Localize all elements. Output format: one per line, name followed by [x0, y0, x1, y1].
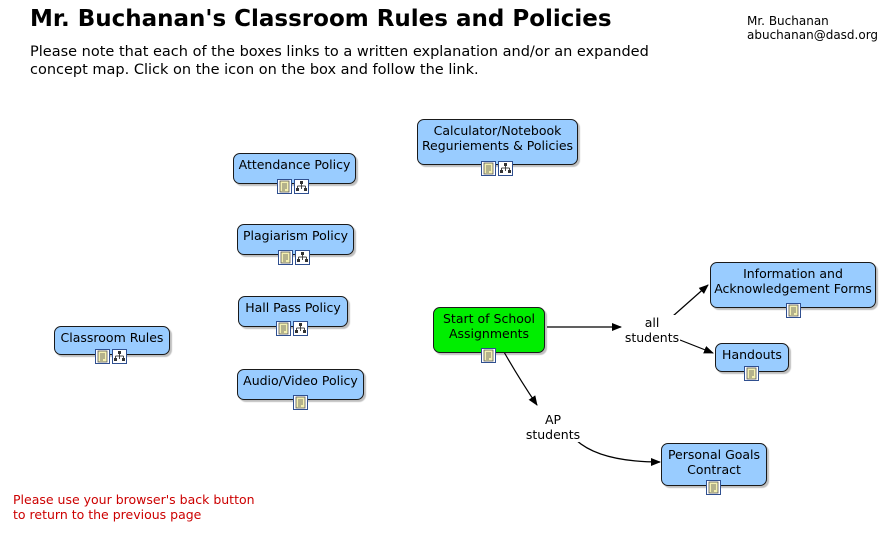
concept-map-icon[interactable]	[294, 179, 309, 194]
node-start-of-school-assignments[interactable]: Start of School Assignments	[433, 307, 545, 353]
node-start-icons	[481, 348, 496, 363]
node-calculator-notebook[interactable]: Calculator/Notebook Reguriements & Polic…	[417, 119, 578, 165]
node-label: Contract	[687, 462, 741, 477]
concept-map-icon[interactable]	[498, 161, 513, 176]
document-icon[interactable]	[786, 303, 801, 318]
node-label: Assignments	[448, 326, 530, 341]
link-label-text: AP	[544, 412, 562, 427]
node-label: Handouts	[722, 347, 782, 362]
document-icon[interactable]	[706, 480, 721, 495]
node-personal-goals-contract[interactable]: Personal Goals Contract	[661, 443, 767, 486]
node-label: Start of School	[442, 311, 536, 326]
node-attendance-policy[interactable]: Attendance Policy	[233, 153, 356, 184]
document-icon[interactable]	[277, 179, 292, 194]
back-button-note: Please use your browser's back button to…	[13, 492, 255, 522]
node-goals-icons	[706, 480, 721, 495]
back-note-line1: Please use your browser's back button	[13, 492, 255, 507]
link-label-text: students	[525, 427, 581, 442]
node-audiovideo-icons	[293, 395, 308, 410]
node-handouts-icons	[744, 366, 759, 381]
page-title: Mr. Buchanan's Classroom Rules and Polic…	[30, 6, 612, 32]
author-block: Mr. Buchanan abuchanan@dasd.org	[747, 14, 878, 42]
author-name: Mr. Buchanan	[747, 14, 829, 28]
node-label: Information and	[743, 266, 843, 281]
node-info-icons	[786, 303, 801, 318]
link-label-text: all	[644, 315, 660, 330]
link-label-text: students	[624, 330, 680, 345]
node-classroom-icons	[95, 349, 127, 364]
node-plagiarism-icons	[278, 250, 310, 265]
node-label: Calculator/Notebook	[433, 123, 562, 138]
document-icon[interactable]	[481, 161, 496, 176]
node-label: Audio/Video Policy	[243, 373, 358, 388]
node-label: Hall Pass Policy	[245, 300, 341, 315]
node-attendance-icons	[277, 179, 309, 194]
document-icon[interactable]	[95, 349, 110, 364]
link-label-all-students: all students	[624, 315, 680, 345]
document-icon[interactable]	[744, 366, 759, 381]
connector-start-to-ap	[503, 351, 538, 406]
back-note-line2: to return to the previous page	[13, 507, 202, 522]
author-email[interactable]: abuchanan@dasd.org	[747, 28, 879, 42]
document-icon[interactable]	[481, 348, 496, 363]
node-hallpass-icons	[276, 321, 308, 336]
document-icon[interactable]	[293, 395, 308, 410]
connector-all-to-handouts	[679, 339, 714, 354]
concept-map-icon[interactable]	[112, 349, 127, 364]
node-label: Classroom Rules	[60, 330, 164, 345]
concept-map-icon[interactable]	[293, 321, 308, 336]
node-label: Attendance Policy	[238, 157, 351, 172]
node-handouts[interactable]: Handouts	[715, 343, 789, 372]
document-icon[interactable]	[276, 321, 291, 336]
node-label: Acknowledgement Forms	[714, 281, 872, 296]
connector-all-to-info	[672, 284, 709, 317]
node-label: Personal Goals	[667, 447, 761, 462]
intro-text: Please note that each of the boxes links…	[30, 44, 649, 78]
node-information-acknowledgement-forms[interactable]: Information and Acknowledgement Forms	[710, 262, 876, 308]
node-label: Plagiarism Policy	[243, 228, 348, 243]
link-label-ap-students: AP students	[522, 412, 584, 442]
document-icon[interactable]	[278, 250, 293, 265]
node-calculator-icons	[481, 161, 513, 176]
connector-ap-to-goals	[575, 439, 661, 466]
node-label: Reguriements & Policies	[421, 138, 574, 153]
concept-map-icon[interactable]	[295, 250, 310, 265]
